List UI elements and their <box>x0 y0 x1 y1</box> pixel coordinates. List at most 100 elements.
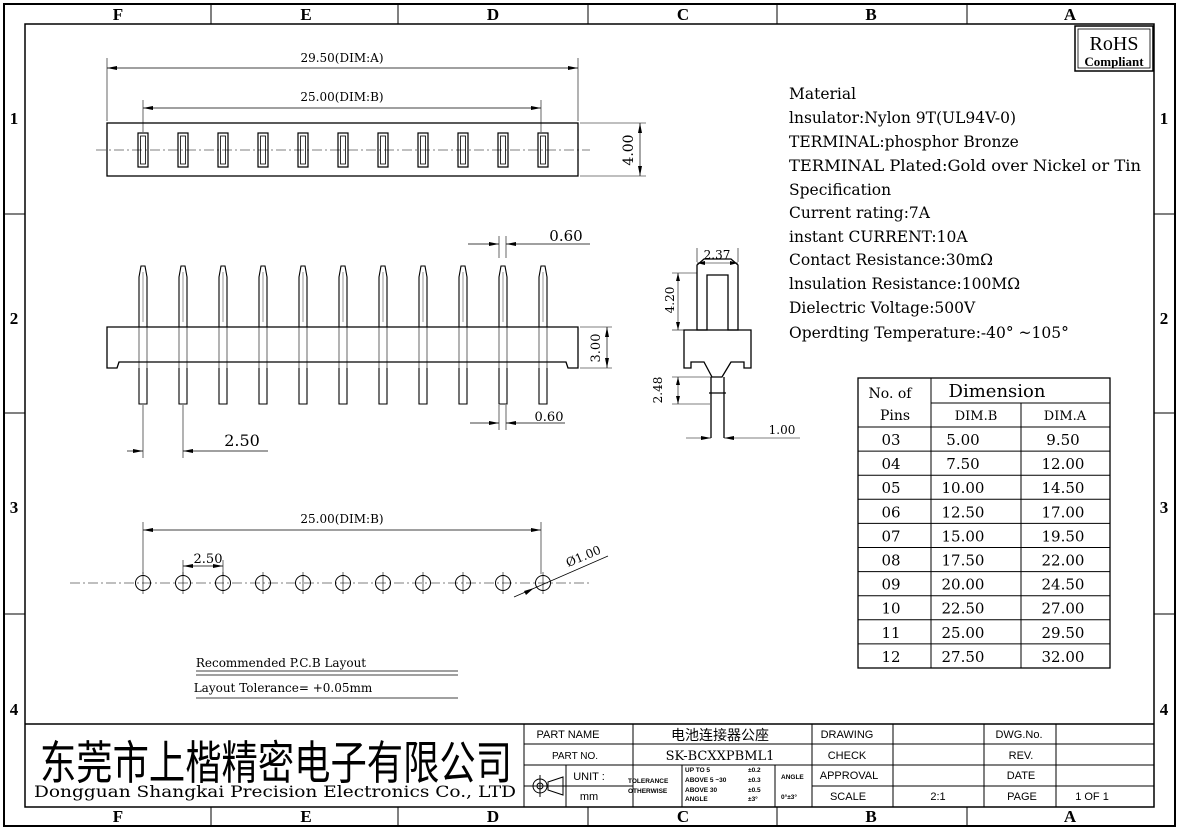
col-label-bottom: D <box>487 807 499 826</box>
table-cell-dim-a: 27.00 <box>1042 600 1085 618</box>
row-label-right: 3 <box>1160 498 1169 517</box>
projection-symbol-icon <box>529 775 564 797</box>
pcb-layout-title: Recommended P.C.B Layout <box>196 656 366 670</box>
top-view-pin <box>417 132 429 168</box>
table-cell-dim-a: 19.50 <box>1042 527 1085 545</box>
front-view-pin-width: 0.60 <box>549 227 582 245</box>
unit-label: UNIT : <box>573 771 605 783</box>
col-label-top: E <box>300 5 311 24</box>
company-name-en: Dongguan Shangkai Precision Electronics … <box>34 783 516 801</box>
table-cell-dim-b: 25.00 <box>942 624 985 642</box>
side-view-upper: 4.20 <box>663 287 677 314</box>
scale-value: 2:1 <box>930 791 945 803</box>
part-name-value: 电池连接器公座 <box>671 727 769 743</box>
table-cell-pins: 03 <box>881 431 900 449</box>
table-cell-dim-a: 24.50 <box>1042 576 1085 594</box>
table-title: Dimension <box>949 381 1046 402</box>
rohs-title: RoHS <box>1090 33 1139 55</box>
table-cell-dim-b: 12.50 <box>942 503 985 521</box>
rohs-subtitle: Compliant <box>1084 54 1144 69</box>
table-cell-dim-b: 15.00 <box>942 527 985 545</box>
date-label: DATE <box>1007 770 1036 782</box>
front-view-pin <box>418 265 428 405</box>
col-label-top: A <box>1064 5 1077 24</box>
spec-line: lnsulation Resistance:100MΩ <box>789 275 1020 293</box>
company-name-cn: 东莞市上楷精密电子有限公司 <box>40 737 512 789</box>
top-view-pin <box>257 132 269 168</box>
page-value: 1 OF 1 <box>1075 791 1109 803</box>
table-cell-dim-b: 27.50 <box>942 648 985 666</box>
tol-angle: ANGLE <box>685 796 708 803</box>
spec-line: Contact Resistance:30mΩ <box>789 251 993 269</box>
side-view-width: 2.37 <box>704 248 731 262</box>
sheet-frame <box>3 3 1176 827</box>
row-label-right: 4 <box>1160 700 1169 719</box>
rohs-badge: RoHS Compliant <box>1074 25 1154 72</box>
row-label-right: 1 <box>1160 109 1169 128</box>
row-label-right: 2 <box>1160 309 1169 328</box>
pcb-hole <box>375 572 391 594</box>
part-no-label: PART NO. <box>552 751 598 762</box>
top-view-pin <box>337 132 349 168</box>
column-markers <box>4 4 1175 826</box>
spec-line: Specification <box>789 181 891 199</box>
front-view-pin <box>178 265 188 405</box>
front-view-pin <box>218 265 228 405</box>
front-view-pin-width-bottom: 0.60 <box>535 410 564 425</box>
rev-label: REV. <box>1009 750 1034 762</box>
front-view-pitch: 2.50 <box>224 431 260 450</box>
spec-line: TERMINAL Plated:Gold over Nickel or Tin <box>789 157 1141 175</box>
tol-angle-value: ±3° <box>748 795 758 803</box>
part-no-value: SK-BCXXPBML1 <box>666 749 775 764</box>
table-cell-pins: 12 <box>881 648 900 666</box>
table-cell-pins: 07 <box>881 527 900 545</box>
specification-list: Material lnsulator:Nylon 9T(UL94V-0) TER… <box>789 85 1141 342</box>
table-header-dim-b: DIM.B <box>955 409 998 424</box>
tolerance-label: TOLERANCE <box>628 778 669 785</box>
pcb-hole <box>135 572 151 594</box>
table-cell-dim-b: 10.00 <box>942 479 985 497</box>
spec-line: Dielectric Voltage:500V <box>789 299 976 317</box>
table-cell-dim-b: 7.50 <box>946 455 979 473</box>
otherwise-label: OTHERWISE <box>628 788 668 795</box>
pcb-hole <box>335 572 351 594</box>
row-label-left: 4 <box>10 700 19 719</box>
col-label-top: D <box>487 5 499 24</box>
pcb-hole <box>255 572 271 594</box>
approval-label: APPROVAL <box>820 770 879 782</box>
scale-label: SCALE <box>830 791 866 803</box>
side-view-lower: 2.48 <box>651 377 665 404</box>
top-view-pin <box>217 132 229 168</box>
table-header-dim-a: DIM.A <box>1044 409 1087 424</box>
top-view-dim-a: 29.50(DIM:A) <box>300 51 383 65</box>
table-cell-dim-a: 12.00 <box>1042 455 1085 473</box>
pcb-hole <box>415 572 431 594</box>
front-view <box>106 236 612 458</box>
col-label-bottom: C <box>677 807 689 826</box>
dwg-no-label: DWG.No. <box>995 729 1042 741</box>
col-label-top: F <box>113 5 123 24</box>
table-cell-pins: 08 <box>881 552 900 570</box>
angle-label: ANGLE <box>781 774 804 781</box>
front-view-pin <box>378 265 388 405</box>
table-cell-dim-a: 32.00 <box>1042 648 1085 666</box>
unit-value: mm <box>580 791 598 803</box>
title-block: 东莞市上楷精密电子有限公司 Dongguan Shangkai Precisio… <box>25 723 1154 807</box>
table-cell-pins: 04 <box>881 455 900 473</box>
spec-line: TERMINAL:phosphor Bronze <box>789 133 1019 151</box>
table-corner-top: No. of <box>869 386 914 402</box>
top-view-pin <box>177 132 189 168</box>
pcb-hole <box>495 572 511 594</box>
pcb-hole <box>455 572 471 594</box>
tol-above-30: ABOVE 30 <box>685 787 718 794</box>
front-view-pin <box>498 265 508 405</box>
col-label-bottom: F <box>113 807 123 826</box>
table-cell-pins: 11 <box>881 624 900 642</box>
tol-up-to-5-value: ±0.2 <box>748 767 761 774</box>
side-view-pin: 1.00 <box>769 423 796 437</box>
pcb-hole-size: Ø1.00 <box>564 543 603 570</box>
pcb-span: 25.00(DIM:B) <box>300 512 383 526</box>
col-label-bottom: A <box>1064 807 1077 826</box>
top-view-pin <box>297 132 309 168</box>
